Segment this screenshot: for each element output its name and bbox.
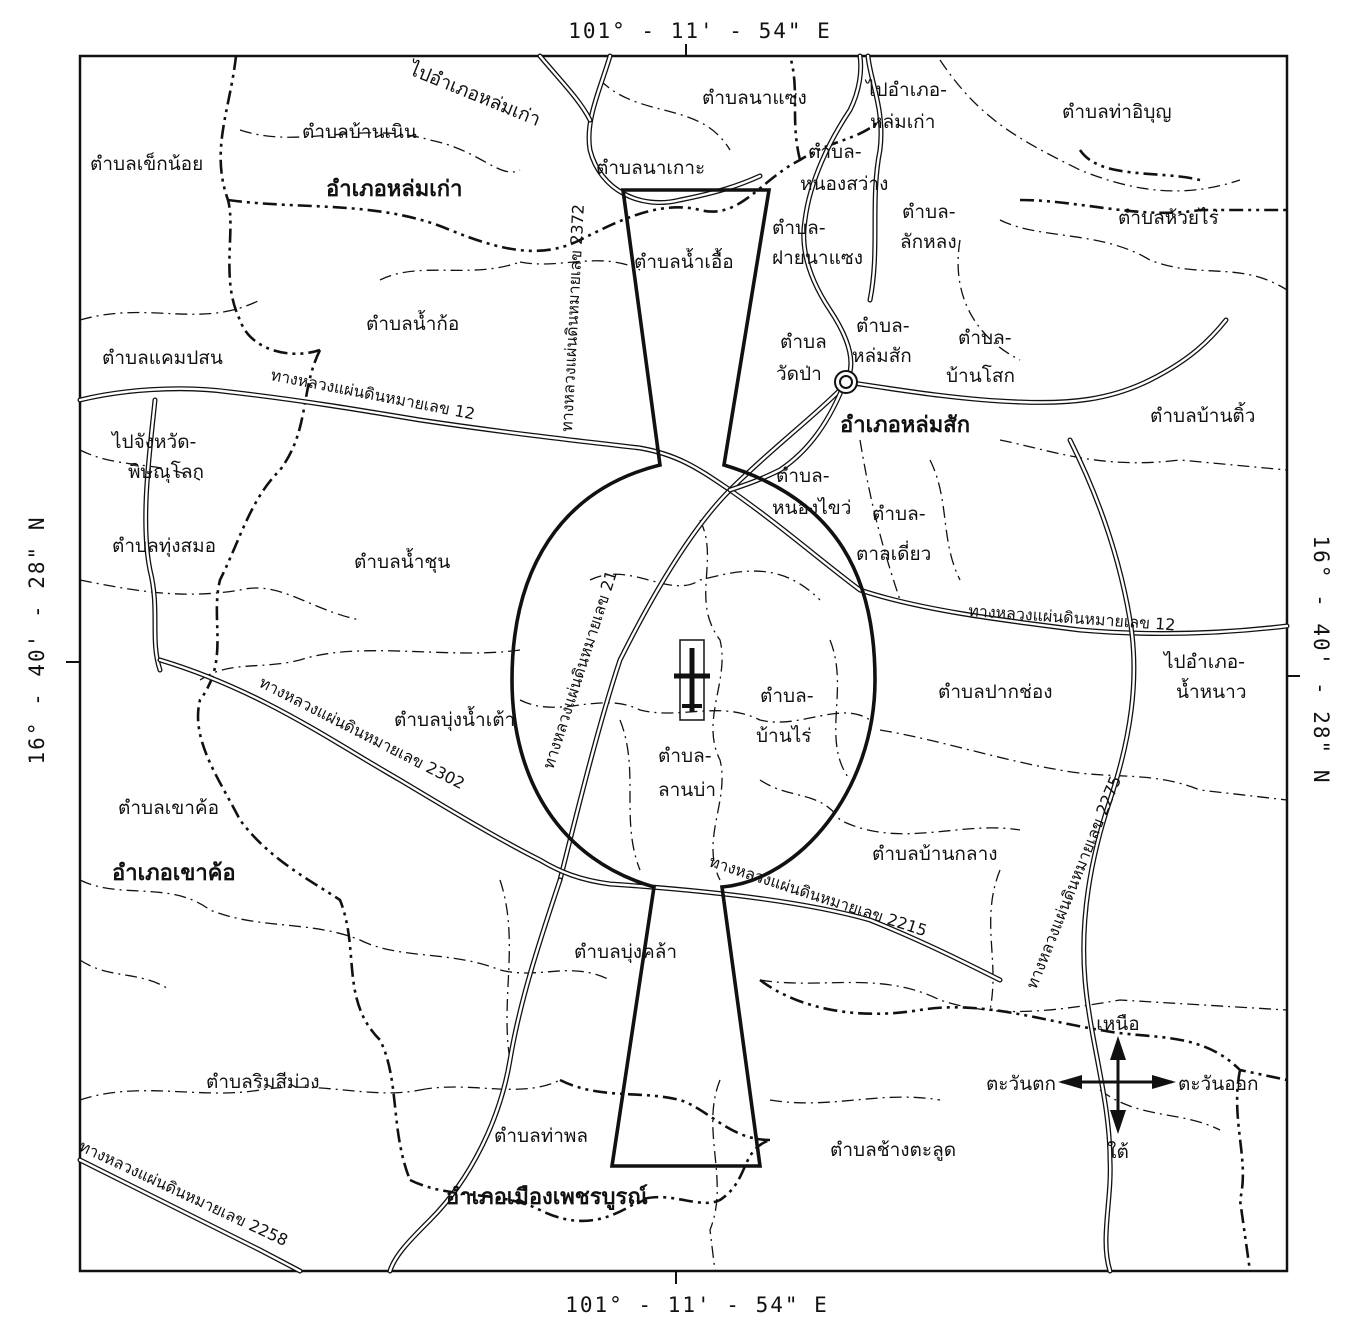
district-khao-kho-label: อำเภอเขาค้อ — [112, 861, 236, 886]
subdistrict-ban-rai-label-2: บ้านไร่ — [756, 725, 811, 747]
subdistrict-rim-si-muang-label: ตำบลริมสีม่วง — [206, 1071, 320, 1093]
airport-restricted-zone — [510, 188, 877, 1168]
highway-2372-label: ทางหลวงแผ่นดินหมายเลข 2372 — [557, 204, 588, 433]
compass-east-label: ตะวันออก — [1178, 1073, 1259, 1095]
subdistrict-khao-kho-label: ตำบลเขาค้อ — [118, 797, 219, 819]
district-lom-sak-label: อำเภอหล่มสัก — [840, 413, 970, 438]
subdistrict-nong-sawang-label-1: ตำบล- — [808, 141, 862, 163]
subdistrict-boundaries — [79, 59, 1288, 1272]
highway-21-label: ทางหลวงแผ่นดินหมายเลข 21 — [539, 568, 621, 771]
subdistrict-bung-khla-label: ตำบลบุ่งคล้า — [574, 941, 677, 964]
subdistrict-na-saeng-label: ตำบลนาแซง — [702, 87, 807, 109]
subdistrict-fai-na-saeng-label-2: ฝายนาแซง — [772, 247, 863, 269]
compass-west-label: ตะวันตก — [986, 1073, 1056, 1095]
subdistrict-tha-phon-label: ตำบลท่าพล — [494, 1125, 588, 1147]
subdistrict-tha-ibun-label: ตำบลท่าอิบุญ — [1062, 101, 1172, 124]
subdistrict-ban-noen-label: ตำบลบ้านเนิน — [302, 121, 417, 143]
subdistrict-nam-ue-label: ตำบลน้ำเอื้อ — [634, 248, 734, 273]
subdistrict-lom-sak-label-2: หล่มสัก — [852, 345, 912, 367]
to-lom-kao-label-2: หล่มเก่า — [870, 111, 935, 133]
subdistrict-nam-ko-label: ตำบลน้ำก้อ — [366, 310, 459, 335]
subdistrict-ban-klang-label: ตำบลบ้านกลาง — [872, 843, 998, 865]
subdistrict-na-ko-label: ตำบลนาเกาะ — [596, 157, 705, 179]
subdistrict-khaem-son-label: ตำบลแคมปสน — [102, 347, 223, 369]
subdistrict-sak-noi-label: ตำบลเข็กน้อย — [90, 151, 203, 175]
compass-south-label: ใต้ — [1107, 1141, 1129, 1163]
subdistrict-sak-long-label-2: ลักหลง — [900, 231, 957, 253]
to-phitsanulok-label-2: พิษณุโลก — [128, 460, 204, 484]
subdistrict-sak-long-label-1: ตำบล- — [902, 201, 956, 223]
airplane-icon — [674, 639, 710, 721]
compass-rose-icon — [1058, 1036, 1176, 1134]
map-frame — [78, 54, 1289, 1273]
highway-2258-label: ทางหลวงแผ่นดินหมายเลข 2258 — [76, 1136, 291, 1250]
left-coordinate-label: 16° - 40' - 28" N — [25, 516, 49, 765]
right-coordinate-label: 16° - 40' - 28" N — [1309, 536, 1333, 785]
to-phitsanulok-label-1: ไปจังหวัด- — [110, 431, 196, 453]
subdistrict-wat-pa-label-2: วัดป่า — [776, 363, 822, 385]
district-lom-kao-label: อำเภอหล่มเก่า — [326, 177, 462, 202]
highway-2275-label: ทางหลวงแผ่นดินหมายเลข 2275 — [1022, 773, 1125, 991]
subdistrict-ban-rai-label-1: ตำบล- — [760, 685, 814, 707]
subdistrict-ban-klok-label-2: บ้านโสก — [946, 364, 1015, 387]
top-coordinate-label: 101° - 11' - 54" E — [568, 19, 832, 43]
district-office-icon — [834, 370, 858, 394]
highway-2302-label: ทางหลวงแผ่นดินหมายเลข 2302 — [256, 673, 468, 793]
subdistrict-lan-ba-label-1: ตำบล- — [658, 745, 712, 767]
district-mueang-label: อำเภอเมืองเพชรบูรณ์ — [446, 1184, 648, 1211]
subdistrict-bung-nam-tao-label: ตำบลบุ่งน้ำเต้า — [394, 706, 515, 732]
to-lom-kao-road-label: ไปอำเภอหล่มเก่า — [404, 57, 543, 130]
subdistrict-huai-rai-label: ตำบลห้วยไร่ — [1118, 207, 1219, 229]
subdistrict-ban-tio-label: ตำบลบ้านติ้ว — [1150, 402, 1255, 427]
subdistrict-chang-talut-label: ตำบลช้างตะลูด — [830, 1139, 956, 1161]
subdistrict-fai-na-saeng-label-1: ตำบล- — [772, 217, 826, 239]
district-boundaries — [196, 55, 1288, 1272]
subdistrict-tan-diao-label-2: ตาลเดี่ยว — [856, 540, 931, 565]
map-content — [77, 53, 1290, 1274]
to-nam-nao-label-2: น้ำหนาว — [1176, 678, 1247, 703]
subdistrict-nong-khwai-label-2: หนองไขว่ — [772, 497, 851, 519]
subdistrict-nam-chun-label: ตำบลน้ำชุน — [354, 548, 450, 574]
subdistrict-ban-klok-label-1: ตำบล- — [958, 327, 1012, 349]
subdistrict-lan-ba-label-2: ลานบ่า — [658, 779, 716, 801]
to-lom-kao-label-1: ไปอำเภอ- — [864, 79, 947, 101]
to-nam-nao-label-1: ไปอำเภอ- — [1162, 651, 1245, 673]
subdistrict-pak-chong-label: ตำบลปากช่อง — [938, 681, 1053, 703]
bottom-coordinate-label: 101° - 11' - 54" E — [565, 1293, 829, 1317]
subdistrict-tan-diao-label-1: ตำบล- — [872, 503, 926, 525]
subdistrict-wat-pa-label-1: ตำบล — [780, 331, 827, 353]
subdistrict-nong-khwai-label-1: ตำบล- — [776, 465, 830, 487]
subdistrict-lom-sak-label-1: ตำบล- — [856, 315, 910, 337]
subdistrict-thung-samo-label: ตำบลทุ่งสมอ — [112, 535, 216, 558]
compass-north-label: เหนือ — [1096, 1013, 1139, 1035]
subdistrict-nong-sawang-label-2: หนองสว่าง — [800, 173, 888, 195]
